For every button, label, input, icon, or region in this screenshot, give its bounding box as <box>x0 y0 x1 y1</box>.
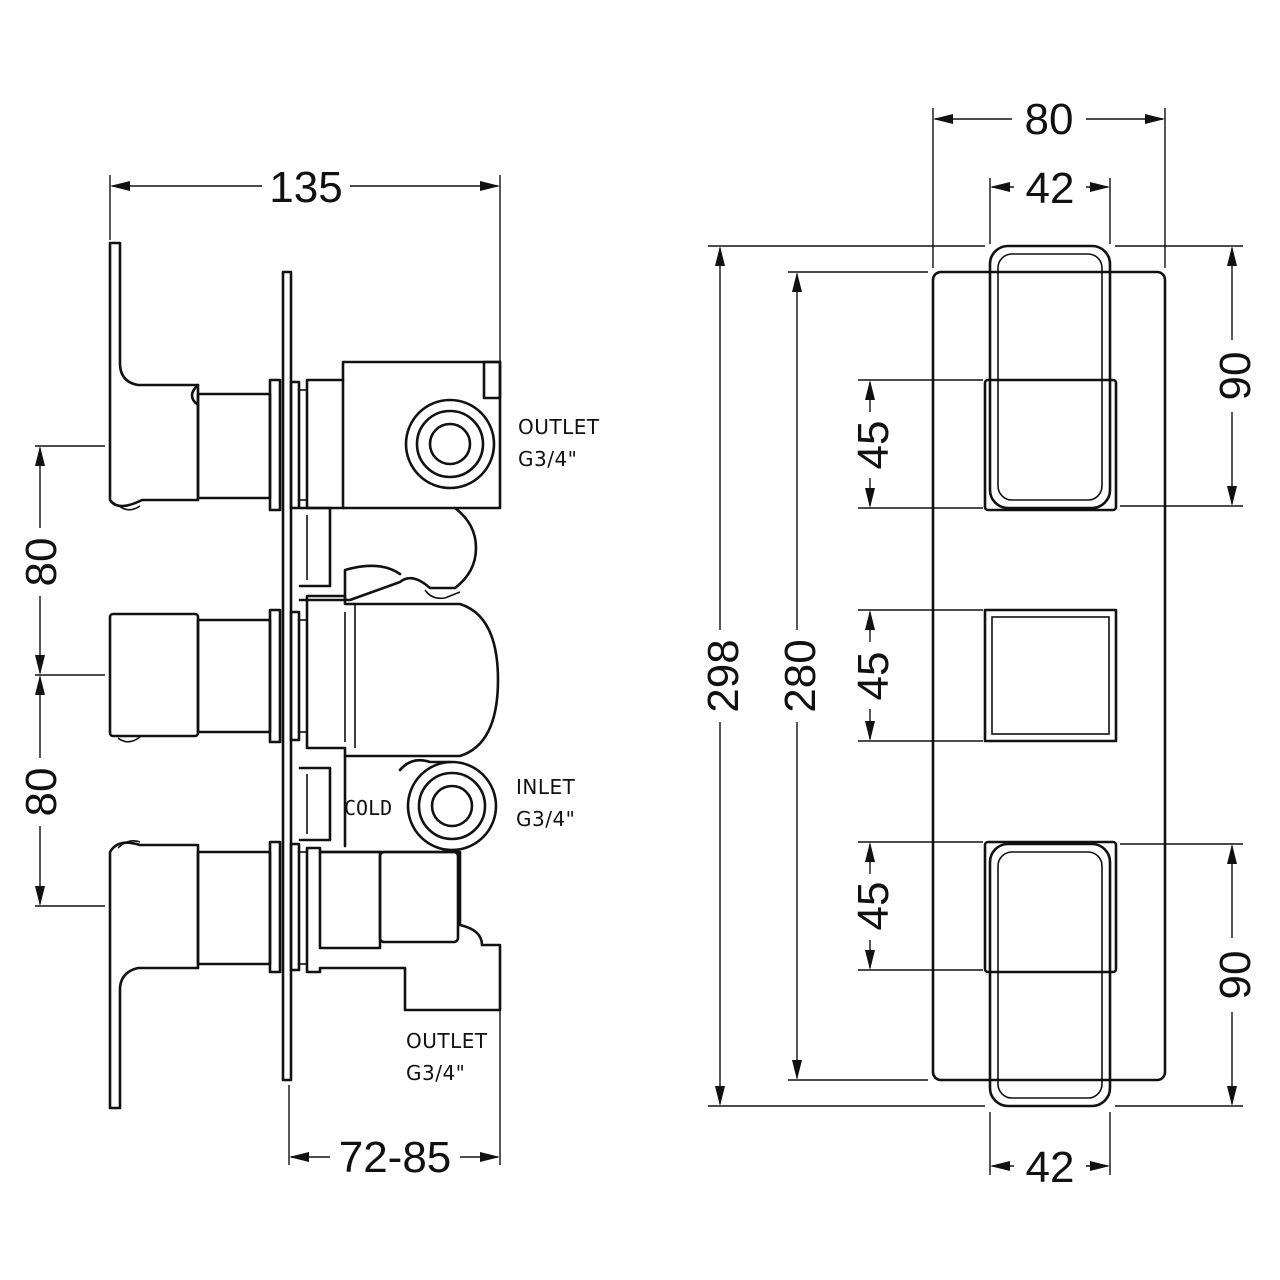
inlet-label-line1: INLET <box>516 775 576 799</box>
dim-45-bottom: 45 <box>849 841 983 971</box>
dim-overall-depth: 135 <box>109 163 501 362</box>
middle-knob-front <box>983 608 1118 743</box>
dim-wall-depth: 72-85 <box>288 1010 501 1182</box>
outlet-bottom-label-line2: G3/4" <box>406 1061 465 1085</box>
dim-80-lower-text: 80 <box>17 768 66 817</box>
top-handle-front <box>983 244 1118 512</box>
bottom-lever-handle <box>108 840 200 1110</box>
dim-45-middle: 45 <box>849 609 983 742</box>
dim-plate-width: 80 <box>932 95 1166 268</box>
backplate <box>931 270 1167 1082</box>
dim-80-width-text: 80 <box>1025 95 1074 144</box>
dim-80-upper-text: 80 <box>17 538 66 587</box>
dim-45-top: 45 <box>849 379 983 509</box>
dim-45-bottom-text: 45 <box>849 882 898 931</box>
dim-72-85-text: 72-85 <box>339 1133 452 1182</box>
dim-bottom-handle-width: 42 <box>989 1112 1111 1192</box>
dim-90-top-text: 90 <box>1211 352 1260 401</box>
front-view: 80 42 42 <box>699 95 1260 1192</box>
dim-280-text: 280 <box>776 639 825 712</box>
dim-298-text: 298 <box>699 639 748 712</box>
dim-45-top-text: 45 <box>849 421 898 470</box>
inlet-label-line2: G3/4" <box>516 807 575 831</box>
middle-knob-side <box>108 612 200 743</box>
dim-90-bottom-text: 90 <box>1211 951 1260 1000</box>
dim-135-text: 135 <box>269 163 342 212</box>
dim-90-top: 90 <box>1115 245 1260 507</box>
faceplate-profile <box>281 270 293 1082</box>
inlet-port <box>406 760 498 852</box>
bottom-handle-front <box>983 840 1118 1108</box>
outlet-top-label-line1: OUTLET <box>518 415 600 439</box>
dim-45-middle-text: 45 <box>849 652 898 701</box>
top-lever-handle <box>108 241 200 511</box>
side-view: OUTLET G3/4" INLET G3/4" COLD OUTLET G3/… <box>17 163 600 1182</box>
outlet-bottom-label-line1: OUTLET <box>406 1029 488 1053</box>
dim-90-bottom: 90 <box>1115 843 1260 1107</box>
dim-plate-height: 280 <box>776 271 928 1081</box>
outlet-top-label-line2: G3/4" <box>518 447 577 471</box>
cold-label: COLD <box>344 796 392 820</box>
outlet-top-port <box>404 398 496 490</box>
dim-42-top-text: 42 <box>1026 164 1075 213</box>
spindles <box>196 378 308 974</box>
dim-top-handle-width: 42 <box>989 164 1111 244</box>
dim-overall-height: 298 <box>699 245 985 1107</box>
dim-42-bottom-text: 42 <box>1026 1143 1075 1192</box>
valve-body <box>298 360 502 1012</box>
dim-handle-spacing: 80 80 <box>17 445 105 907</box>
